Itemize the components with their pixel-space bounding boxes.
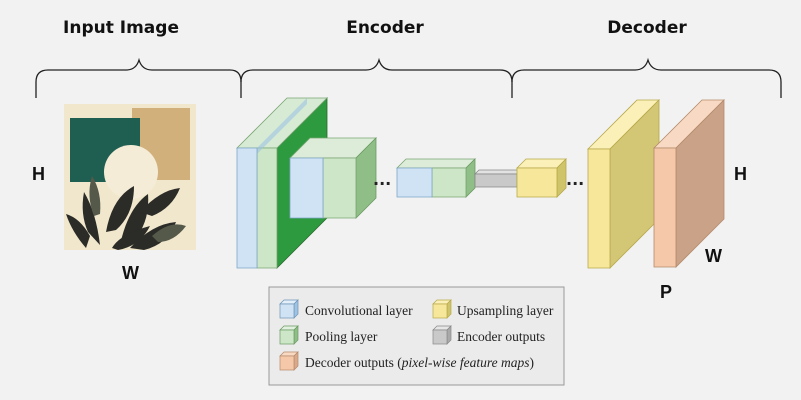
decoder-output-layer <box>653 99 725 268</box>
decoder-brace <box>511 57 782 98</box>
input-height-label: H <box>32 164 45 184</box>
pool-layer-2 <box>322 157 357 219</box>
encoder-output <box>474 169 522 188</box>
legend-conv-icon <box>279 299 299 319</box>
decoder-output-front <box>653 147 677 268</box>
legend-pooling-label: Pooling layer <box>305 329 378 344</box>
output-width-label: W <box>705 246 722 266</box>
output-height-label: H <box>734 164 747 184</box>
legend-upsampling-label: Upsampling layer <box>457 303 554 318</box>
legend-decoder-outputs-label: Decoder outputs (pixel-wise feature maps… <box>305 355 534 370</box>
legend-box <box>268 286 565 386</box>
encoder-title: Encoder <box>346 18 424 38</box>
legend: Convolutional layer Upsampling layer Poo… <box>268 286 565 386</box>
section-braces <box>35 57 782 98</box>
pool-layer-1 <box>256 147 278 269</box>
conv-layer-3 <box>396 167 433 198</box>
upsampling-block <box>516 158 567 198</box>
input-image <box>64 104 196 250</box>
encoder-ellipsis: ... <box>373 170 391 189</box>
legend-upsampling-icon <box>432 299 452 319</box>
legend-encoder-outputs-icon <box>432 325 452 345</box>
legend-encoder-outputs-label: Encoder outputs <box>457 329 545 344</box>
legend-decoder-outputs-italic: pixel-wise feature maps <box>401 355 530 370</box>
decoder-upsampling-front <box>587 148 611 269</box>
legend-pooling-icon <box>279 325 299 345</box>
legend-decoder-outputs-close: ) <box>529 355 534 370</box>
legend-conv-label: Convolutional layer <box>305 303 413 318</box>
encoder-block-3-top <box>396 158 476 169</box>
conv-layer-2 <box>289 157 324 219</box>
input-width-label: W <box>122 263 139 283</box>
legend-decoder-outputs-main: Decoder outputs ( <box>305 355 402 370</box>
encoder-block-1 <box>236 97 328 269</box>
encoder-output-top <box>474 169 522 175</box>
upsampling-front <box>516 167 558 198</box>
encoder-output-front <box>474 173 518 188</box>
conv-layer-1 <box>236 147 258 269</box>
decoder-ellipsis: ... <box>566 170 584 189</box>
decoder-title: Decoder <box>607 18 687 38</box>
input-image-title: Input Image <box>63 18 179 38</box>
output-depth-label: P <box>660 282 672 302</box>
pool-layer-3 <box>431 167 467 198</box>
input-brace <box>35 57 242 98</box>
encoder-brace <box>240 57 513 98</box>
decoder-upsampling-layer <box>587 99 660 269</box>
legend-decoder-outputs-icon <box>279 351 299 371</box>
encoder-block-3 <box>396 158 476 198</box>
conv-layer-1-side <box>257 98 307 154</box>
encoder-block-2 <box>289 137 377 219</box>
